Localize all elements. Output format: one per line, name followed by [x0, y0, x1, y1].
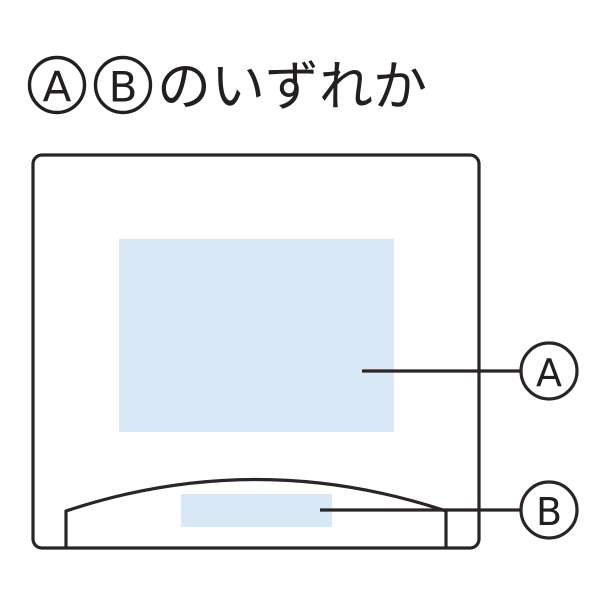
callout-b-letter: B [536, 490, 562, 534]
callout-b-circle [519, 480, 579, 540]
lower-door-arc [64, 477, 448, 513]
callout-a-letter: A [536, 351, 562, 395]
outer-panel-outline [31, 153, 481, 550]
highlight-region-a [119, 239, 394, 432]
heading-circled-b: B [93, 55, 153, 115]
heading-row: A B のいずれか [27, 55, 427, 118]
callout-a-circle [519, 341, 579, 401]
heading-circled-a: A [27, 55, 87, 115]
callout-a-group: A [362, 341, 579, 401]
highlight-region-b [181, 494, 332, 527]
heading-letter-a: A [43, 63, 72, 112]
callout-b-group: B [320, 480, 579, 540]
heading-letter-b: B [109, 63, 138, 112]
panel-group [31, 153, 481, 550]
heading-trailing-text: のいずれか [157, 55, 427, 118]
circle-outline-a [27, 55, 87, 115]
circle-outline-b [93, 55, 153, 115]
